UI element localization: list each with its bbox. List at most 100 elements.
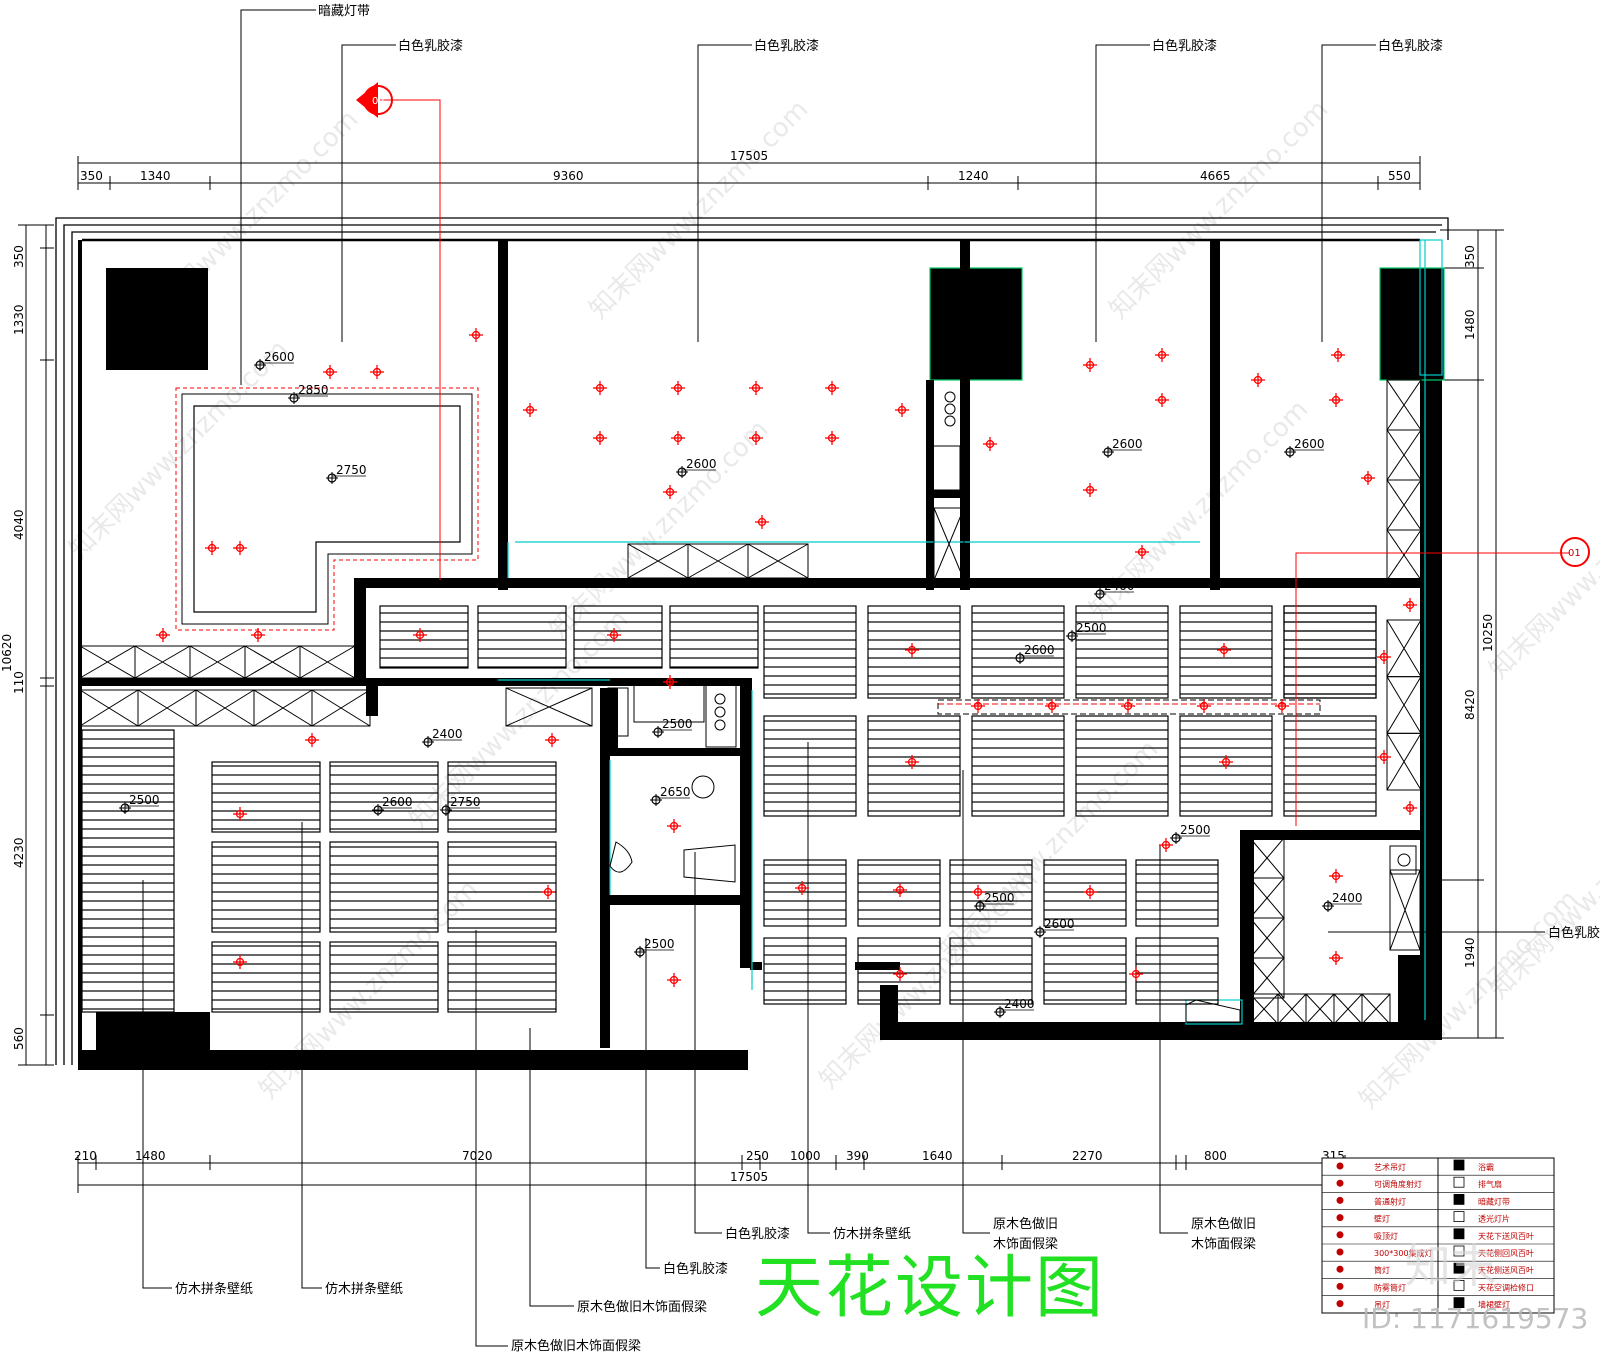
spot-light-icon (593, 381, 607, 395)
elevation-marker: 2500 (1170, 823, 1211, 844)
spot-light-icon (1135, 545, 1149, 559)
dim-top-4665: 4665 (1200, 169, 1231, 183)
dimension-bottom (77, 1155, 1346, 1193)
spot-light-icon (1159, 838, 1173, 852)
elevation-value: 2600 (1294, 437, 1325, 451)
drawing-title: 天花设计图 (755, 1249, 1106, 1328)
dim-top-total: 17505 (730, 149, 768, 163)
spot-light-icon (1329, 393, 1343, 407)
elevation-marker: 2600 (1284, 437, 1325, 458)
elevation-value: 2500 (662, 717, 693, 731)
spot-light-icon (1361, 471, 1375, 485)
label-white-latex-right: 白色乳胶 (1548, 925, 1600, 941)
column-top-mid (929, 267, 1023, 381)
label-white-latex-6: 白色乳胶漆 (663, 1261, 728, 1277)
spot-light-icon (1377, 750, 1391, 764)
legend-item: 浴霸 (1478, 1162, 1494, 1172)
dim-bottom-2270: 2270 (1072, 1149, 1103, 1163)
dim-left-10620: 10620 (0, 634, 14, 672)
elevation-marker: 2600 (1102, 437, 1143, 458)
elevation-value: 2600 (382, 795, 413, 809)
dimension-left (18, 224, 54, 1066)
elevation-marker: 2600 (254, 350, 295, 371)
spot-light-icon (667, 973, 681, 987)
spot-light-icon (1083, 483, 1097, 497)
elevation-value: 2600 (686, 457, 717, 471)
bathroom-fixtures (607, 391, 1417, 1023)
ceiling-tray-left (175, 387, 479, 631)
spot-light-icon (983, 437, 997, 451)
label-white-latex-1: 白色乳胶漆 (398, 38, 463, 54)
elevation-marker: 2750 (326, 463, 367, 484)
legend-item: 透光灯片 (1478, 1214, 1510, 1224)
label-white-latex-3: 白色乳胶漆 (1152, 38, 1217, 54)
legend-item: 吊灯 (1374, 1300, 1390, 1310)
svg-text:02: 02 (372, 96, 385, 107)
label-wood-wallpaper-3: 仿木拼条壁纸 (833, 1226, 911, 1242)
elevation-value: 2500 (129, 793, 160, 807)
spot-light-icon (749, 381, 763, 395)
dim-bottom-210: 210 (74, 1149, 97, 1163)
elevation-value: 2650 (660, 785, 691, 799)
label-wood-beam-1: 原木色做旧木饰面假梁 (577, 1299, 707, 1315)
spot-light-icon (469, 328, 483, 342)
section-mark-01: 01 (1560, 537, 1590, 567)
dim-bottom-total: 17505 (730, 1170, 768, 1184)
legend-item: 艺术吊灯 (1374, 1162, 1406, 1172)
dim-top-550: 550 (1388, 169, 1411, 183)
spot-light-icon (233, 541, 247, 555)
dim-left-1330: 1330 (12, 304, 26, 335)
spot-light-icon (370, 365, 384, 379)
spot-light-icon (156, 628, 170, 642)
spot-light-icon (749, 431, 763, 445)
elevation-marker: 2850 (288, 383, 329, 404)
legend-item: 天花侧回风百叶 (1478, 1248, 1534, 1258)
label-wood-wallpaper-1: 仿木拼条壁纸 (175, 1281, 253, 1297)
elevation-marker: 2600 (372, 795, 413, 816)
elevation-value: 2750 (450, 795, 481, 809)
label-wood-wallpaper-2: 仿木拼条壁纸 (325, 1281, 403, 1297)
elevation-value: 2600 (1044, 917, 1075, 931)
dim-bottom-390: 390 (846, 1149, 869, 1163)
column-bottom-left (96, 1012, 210, 1067)
elevation-marker: 2400 (994, 997, 1035, 1018)
outer-walls (55, 217, 1449, 1065)
column-top-left (106, 268, 208, 370)
spot-light-icon (1329, 951, 1343, 965)
column-top-right (1379, 267, 1445, 381)
legend-table: 艺术吊灯浴霸可调角度射灯排气扇普通射灯暗藏灯带壁灯透光灯片吸顶灯天花下送风百叶3… (1321, 1157, 1555, 1314)
dim-right-350: 350 (1463, 245, 1477, 268)
spot-light-icon (593, 431, 607, 445)
spot-light-icon (1219, 755, 1233, 769)
spot-light-icon (1329, 869, 1343, 883)
red-leaders (380, 99, 1570, 826)
spot-light-icon (545, 733, 559, 747)
outer-wall-bottom-right (880, 1022, 1442, 1040)
spot-light-icon (893, 883, 907, 897)
dimension-right-text: 350 1480 10250 8420 1940 (1463, 245, 1495, 968)
label-hidden-light-strip: 暗藏灯带 (318, 4, 370, 19)
elevation-marker: 2600 (1034, 917, 1075, 938)
dimension-top (77, 156, 1421, 190)
elevation-value: 2400 (1332, 891, 1363, 905)
watermark-id: ID: 1171619573 (1362, 1302, 1589, 1335)
dim-right-8420: 8420 (1463, 689, 1477, 720)
elevation-value: 2500 (644, 937, 675, 951)
spot-light-icon (1155, 348, 1169, 362)
legend-item: 防雾筒灯 (1374, 1282, 1406, 1292)
legend-item: 可调角度射灯 (1374, 1179, 1422, 1189)
elevation-marker: 2500 (119, 793, 160, 814)
elevation-marker: 2400 (422, 727, 463, 748)
spot-light-icon (541, 885, 555, 899)
dim-right-10250: 10250 (1481, 614, 1495, 652)
spot-light-icon (1155, 393, 1169, 407)
spot-light-icon (971, 885, 985, 899)
dim-left-4040: 4040 (12, 509, 26, 540)
outer-wall-right (1420, 375, 1442, 1040)
spot-light-icon (755, 515, 769, 529)
legend-item: 天花空调检修口 (1478, 1282, 1534, 1292)
elevation-marker: 2500 (1066, 621, 1107, 642)
spot-light-icon (1129, 967, 1143, 981)
spot-light-icon (825, 431, 839, 445)
watermark-url: 知末网www.znzmo.com (1484, 774, 1600, 1005)
